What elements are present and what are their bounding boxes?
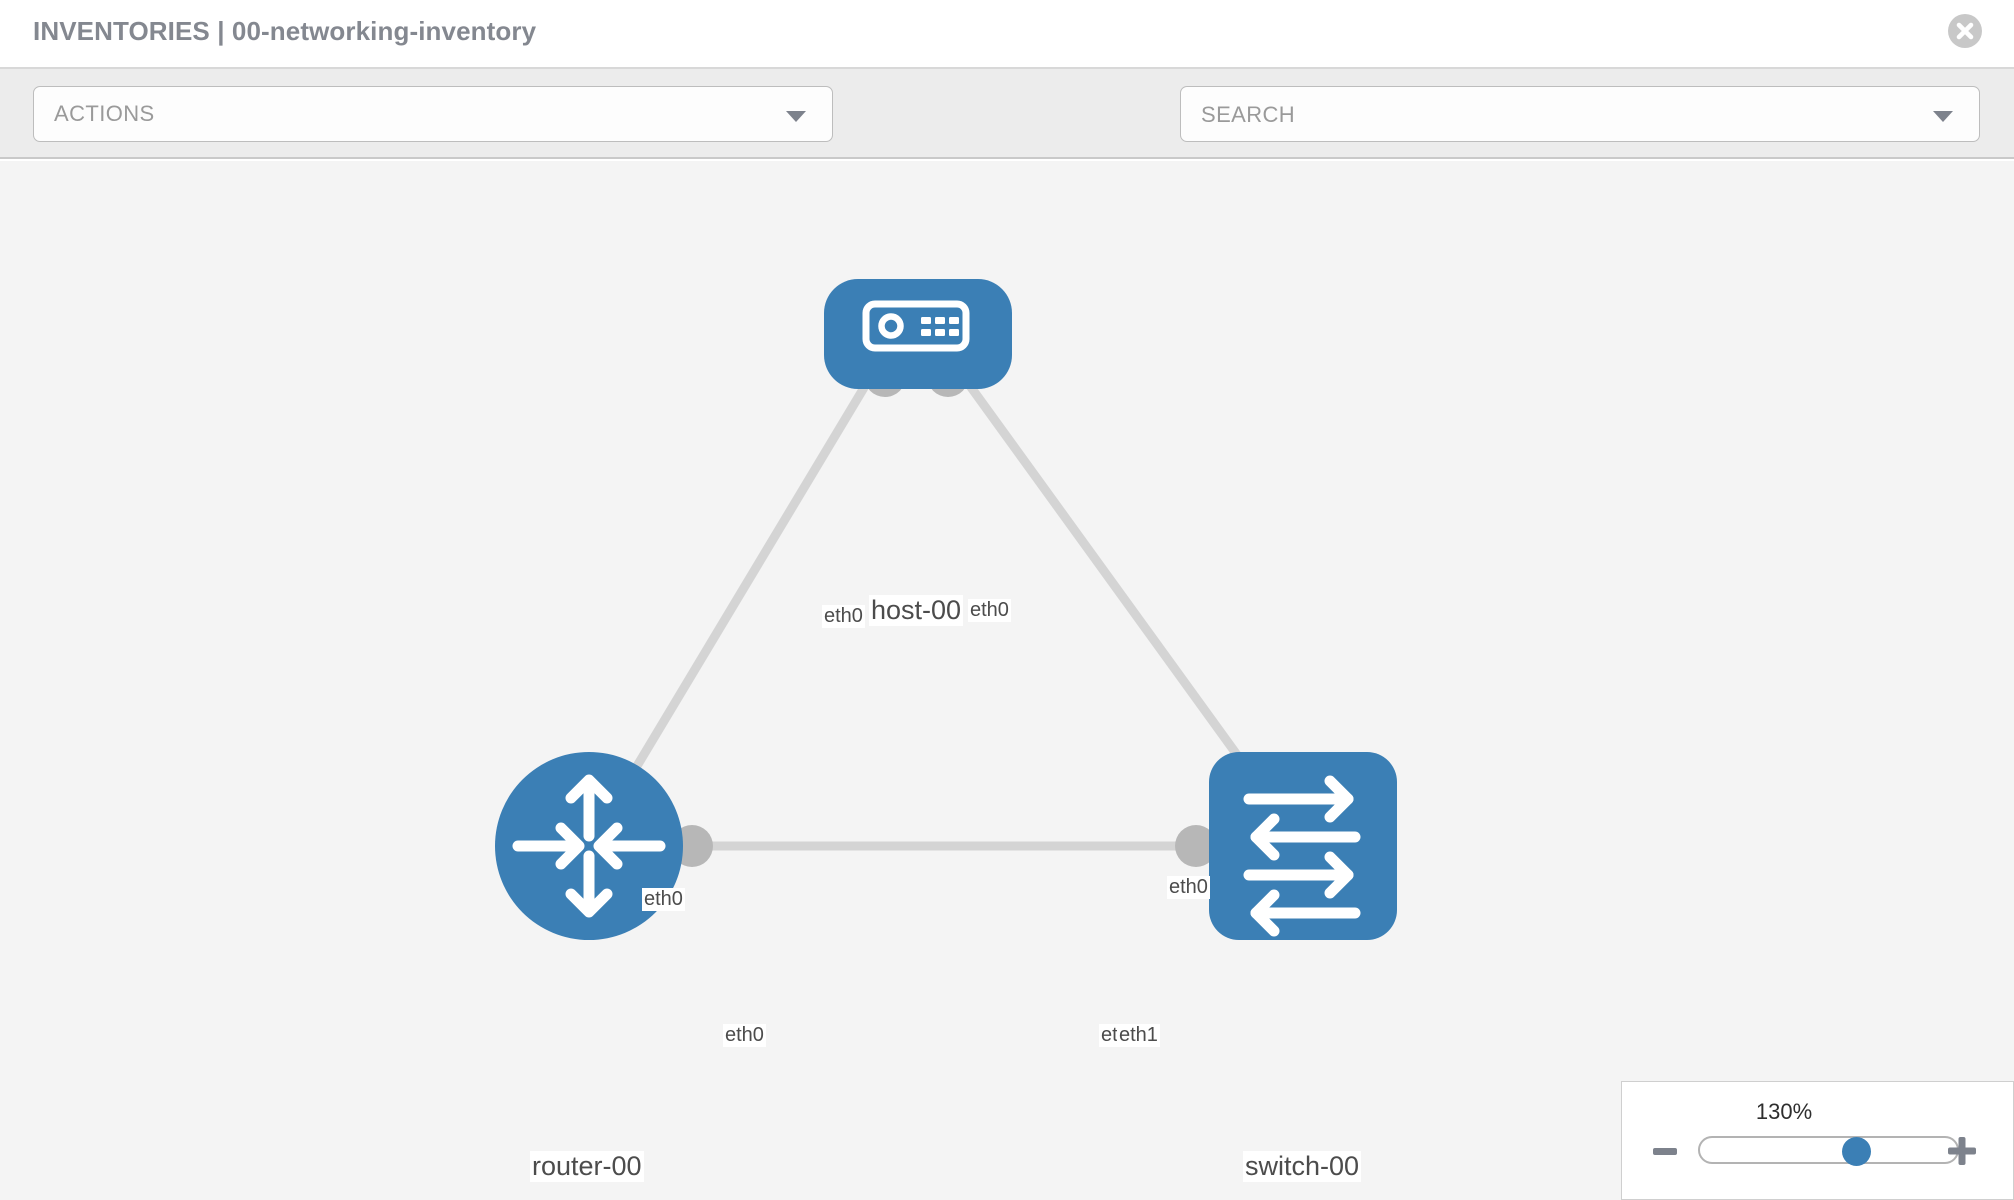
actions-dropdown[interactable]: ACTIONS bbox=[33, 86, 833, 142]
page-title: INVENTORIES | 00-networking-inventory bbox=[33, 16, 537, 46]
zoom-out-button[interactable] bbox=[1652, 1139, 1678, 1165]
node-host-00[interactable] bbox=[824, 279, 1012, 389]
edge-host-router bbox=[585, 358, 884, 849]
search-input[interactable] bbox=[1201, 100, 1921, 130]
router-icon bbox=[512, 774, 666, 918]
toolbar: ACTIONS bbox=[0, 69, 2014, 201]
close-button[interactable] bbox=[1948, 14, 1982, 48]
edge-label: eth0 bbox=[642, 888, 685, 911]
window-header: INVENTORIES | 00-networking-inventory bbox=[0, 0, 2014, 69]
node-label-router-00: router-00 bbox=[530, 1151, 644, 1182]
node-label-switch-00: switch-00 bbox=[1243, 1151, 1362, 1182]
chevron-down-icon bbox=[786, 111, 806, 122]
zoom-in-button[interactable] bbox=[1946, 1135, 1978, 1167]
edge-label: eth0 bbox=[968, 599, 1011, 622]
switch-icon bbox=[1243, 775, 1361, 937]
connector-dot bbox=[1175, 825, 1217, 867]
node-label-host-00: host-00 bbox=[869, 595, 964, 626]
actions-dropdown-label: ACTIONS bbox=[54, 101, 155, 126]
zoom-control-panel: 130% bbox=[1621, 1081, 2014, 1200]
chevron-down-icon[interactable] bbox=[1933, 111, 1953, 122]
edge-label: eth1 bbox=[1117, 1024, 1160, 1047]
server-icon bbox=[862, 300, 970, 352]
close-icon bbox=[1956, 22, 1974, 40]
edge-label: eth0 bbox=[822, 605, 865, 628]
search-field[interactable] bbox=[1180, 86, 1980, 142]
node-switch-00[interactable] bbox=[1209, 752, 1397, 940]
edge-label: eth0 bbox=[723, 1024, 766, 1047]
plus-icon bbox=[1948, 1137, 1976, 1165]
zoom-slider[interactable] bbox=[1698, 1136, 1959, 1164]
topology-graph bbox=[495, 279, 1397, 940]
zoom-slider-thumb[interactable] bbox=[1841, 1137, 1871, 1166]
edge-label: eth0 bbox=[1167, 876, 1210, 899]
node-router-00[interactable] bbox=[495, 752, 683, 940]
minus-icon bbox=[1653, 1148, 1677, 1155]
zoom-percent-label: 130% bbox=[1755, 1099, 1813, 1124]
topology-canvas[interactable]: eth0 eth0 eth0 eth0 eth0 eth eth1 host-0… bbox=[0, 161, 2014, 1200]
